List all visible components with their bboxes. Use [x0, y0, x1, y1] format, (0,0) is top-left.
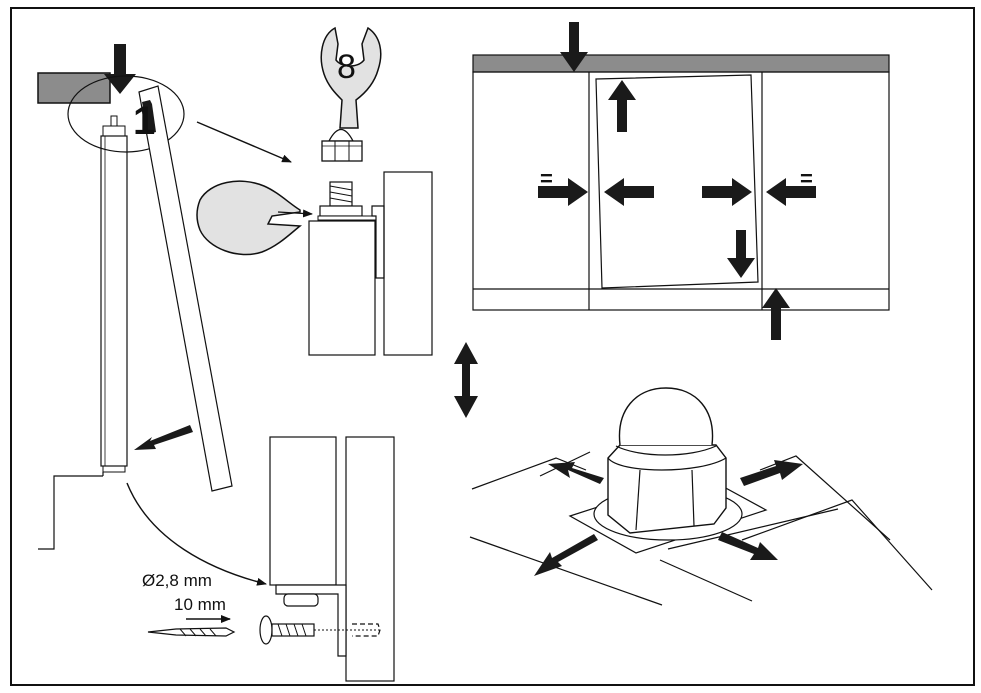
screw-fixing-view: Ø2,8 mm 10 mm: [142, 436, 395, 682]
nut-adjustment-view: 8: [196, 26, 433, 356]
step-number: 1: [133, 99, 155, 143]
gap-right-inner-arrow: [702, 178, 752, 206]
bottom-up-arrow: [762, 288, 790, 340]
door-edge-top: [383, 171, 433, 356]
gap-right-outer-arrow: [766, 178, 816, 206]
wrench-size-label: 8: [337, 48, 356, 86]
cabinet-front: [472, 71, 890, 311]
top-down-arrow: [560, 22, 588, 72]
base-outline: [38, 475, 103, 550]
bottom-bracket: [275, 584, 347, 657]
plate-arrow-up-right: [740, 460, 803, 486]
outer-frame: [10, 7, 975, 686]
drill-bit-icon: [147, 627, 236, 637]
misaligned-door: [595, 74, 759, 289]
tilted-door: [138, 85, 233, 492]
alignment-view: = =: [472, 22, 890, 340]
equal-gap-left-label: =: [540, 166, 553, 191]
cabinet-top-section: [308, 220, 376, 356]
detail-highlight-ellipse: [67, 75, 185, 153]
step-number-marker: 1: [133, 99, 156, 143]
side-wrench-icon: [196, 180, 302, 256]
door-removal-arrow: [134, 425, 193, 450]
plate-arrow-down-right: [718, 532, 778, 560]
plate-arrow-down-left: [534, 534, 598, 576]
equal-gap-right-label: =: [800, 166, 813, 191]
door-up-arrow: [608, 80, 636, 132]
screw-icon: [259, 615, 381, 645]
door-down-arrow: [727, 230, 755, 278]
cap-nut-icon: [321, 128, 363, 162]
detail-leader-arrow: [196, 121, 292, 163]
gap-left-inner-arrow: [604, 178, 654, 206]
cap-nut-large-icon: [607, 387, 727, 534]
plate-arrow-up-left: [548, 462, 604, 484]
wrench-pointer-arrow: [277, 209, 313, 218]
curved-leader-arrow: [126, 482, 267, 586]
worktop-block: [37, 72, 111, 104]
drill-depth-label: 10 mm: [174, 595, 226, 614]
door-edge-bottom: [345, 436, 395, 682]
cap-nut-plate-view: [469, 387, 933, 606]
drill-diameter-label: Ø2,8 mm: [142, 571, 212, 590]
door-panel-view: 1: [37, 44, 292, 586]
wrench-icon: 8: [320, 26, 382, 129]
down-arrow: [104, 44, 136, 94]
height-adjust-arrow: [454, 342, 478, 418]
gap-left-outer-arrow: [538, 178, 588, 206]
worktop-strip: [472, 54, 890, 73]
cabinet-bottom-section: [269, 436, 337, 586]
